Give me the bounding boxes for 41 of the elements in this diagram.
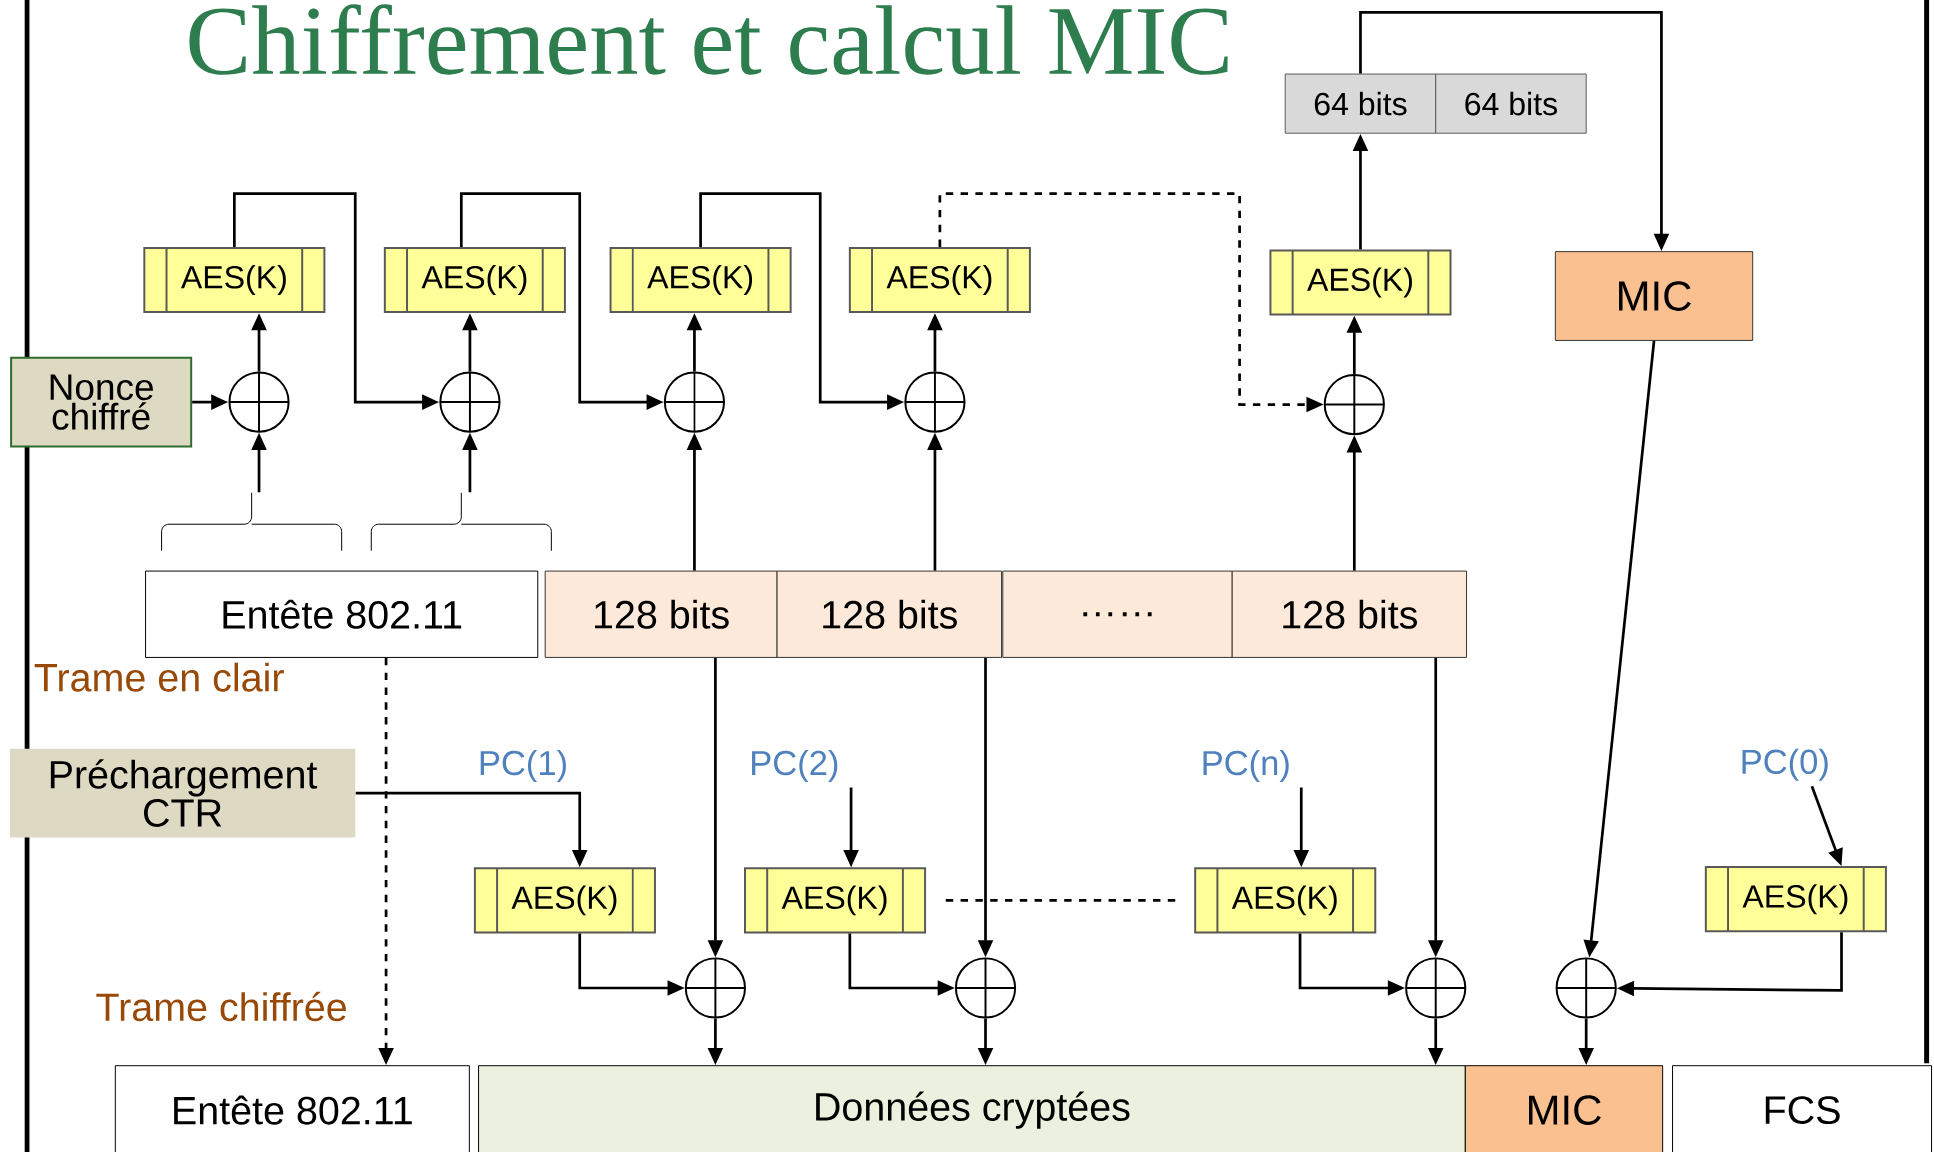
slide-title: Chiffrement et calcul MIC — [189, 4, 1228, 75]
counter-label: PC(2) — [752, 749, 838, 783]
aes-box: AES(K) — [848, 246, 1031, 314]
frame-label: Trame chiffrée — [96, 991, 346, 1022]
frame-label: Trame en clair — [34, 662, 284, 692]
frame-field: Entête 802.11 — [114, 1065, 470, 1152]
counter-label: PC(1) — [480, 749, 566, 783]
aes-box: AES(K) — [1269, 249, 1452, 316]
xor-symbol — [663, 371, 725, 433]
frame-field: FCS — [1672, 1065, 1933, 1152]
aes-box: AES(K) — [143, 246, 326, 314]
aes-box: AES(K) — [1194, 867, 1377, 934]
aes-box: AES(K) — [473, 867, 656, 934]
xor-symbol — [1555, 957, 1617, 1019]
counter-label: PC(n) — [1203, 749, 1289, 783]
counter-label: PC(0) — [1742, 748, 1828, 781]
xor-symbol — [1405, 957, 1467, 1019]
data-field: Données cryptées — [478, 1065, 1466, 1152]
aes-box: AES(K) — [744, 867, 927, 934]
data-block: …… — [1002, 570, 1233, 658]
aes-box: AES(K) — [1704, 866, 1887, 933]
nonce-box: Nonce chiffré — [10, 356, 193, 448]
xor-symbol — [228, 371, 290, 433]
counter-box: Préchargement CTR — [9, 748, 356, 838]
aes-box: AES(K) — [383, 246, 566, 314]
xor-symbol — [1323, 374, 1385, 436]
xor-symbol — [684, 957, 746, 1019]
mic-field: MIC — [1464, 1065, 1664, 1152]
curly-brace — [161, 492, 343, 552]
bit-field: 64 bits — [1435, 73, 1587, 134]
data-block: 128 bits — [544, 570, 778, 658]
xor-symbol — [954, 957, 1017, 1019]
data-block: 128 bits — [1231, 570, 1468, 658]
xor-symbol — [439, 371, 501, 433]
data-block: 128 bits — [776, 570, 1003, 658]
mic-box: MIC — [1554, 251, 1754, 341]
frame-field: Entête 802.11 — [145, 570, 539, 658]
xor-symbol — [904, 371, 966, 433]
bit-field: 64 bits — [1284, 73, 1437, 134]
aes-box: AES(K) — [609, 246, 792, 314]
curly-brace — [370, 492, 552, 552]
